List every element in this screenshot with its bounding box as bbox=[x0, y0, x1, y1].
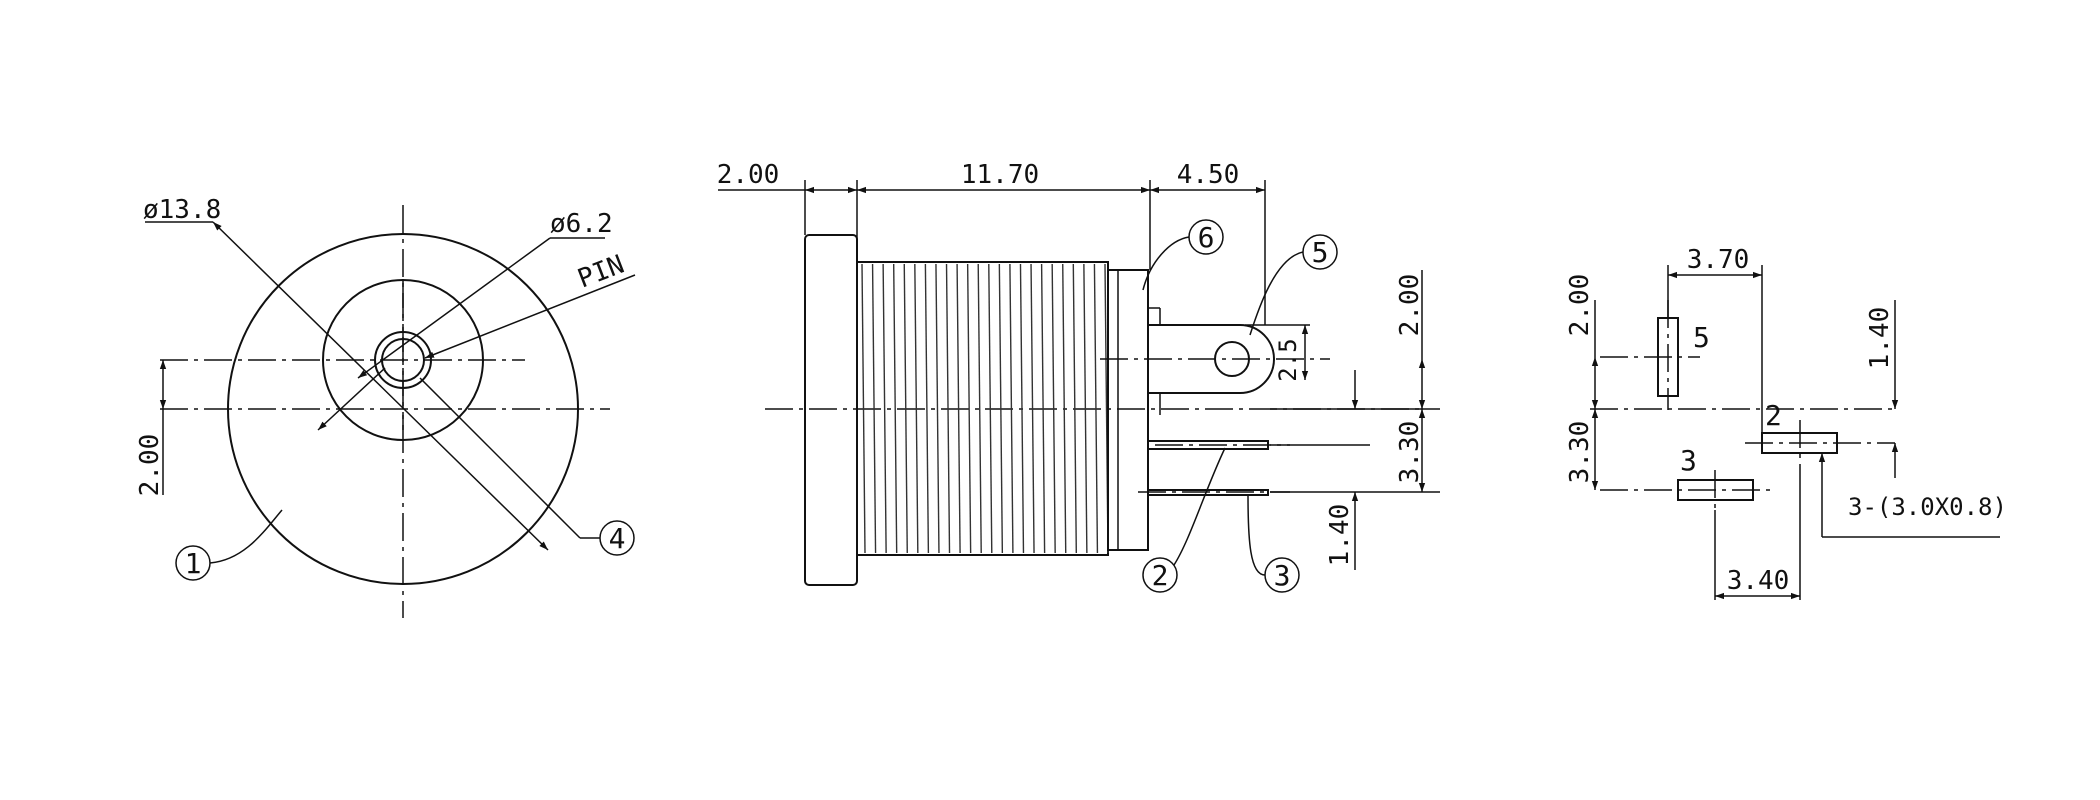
inner-diameter-leader bbox=[357, 237, 551, 379]
width-dim-label: 3.70 bbox=[1687, 245, 1750, 275]
callout-3-leader bbox=[1247, 494, 1266, 576]
pin-leader bbox=[424, 274, 636, 359]
flange bbox=[804, 234, 858, 586]
callout-6-label: 6 bbox=[1198, 221, 1215, 254]
thread-line bbox=[1093, 263, 1099, 554]
thread-line bbox=[1030, 263, 1035, 554]
thread-line bbox=[892, 263, 898, 554]
thread-line bbox=[935, 263, 940, 554]
thread-line bbox=[882, 263, 887, 554]
thread-line bbox=[1040, 263, 1046, 554]
hole-offset-dim-label: 2.5 bbox=[1274, 338, 1302, 381]
inner-diameter-label: ø6.2 bbox=[550, 209, 613, 239]
callout-3-label: 3 bbox=[1274, 559, 1291, 592]
callout-2-circle bbox=[1142, 557, 1178, 593]
pad-2-label: 2 bbox=[1765, 399, 1782, 432]
thread-line bbox=[924, 263, 930, 554]
rear-block bbox=[1107, 269, 1149, 551]
left-dim-label: 3.30 bbox=[1565, 421, 1595, 484]
right-dim-top-label: 2.00 bbox=[1395, 274, 1425, 337]
terminal-length-dim-label: 4.50 bbox=[1177, 160, 1240, 190]
right-dim-mid-label: 3.30 bbox=[1395, 421, 1425, 484]
right-dim-label: 1.40 bbox=[1865, 307, 1895, 370]
thread-line bbox=[1072, 263, 1078, 554]
thread-line bbox=[998, 263, 1004, 554]
callout-5-label: 5 bbox=[1312, 236, 1329, 269]
thread-lines bbox=[861, 263, 1109, 554]
thread-line bbox=[977, 263, 982, 554]
callout-6-leader bbox=[1142, 236, 1190, 291]
pin-label: PIN bbox=[574, 250, 629, 295]
top-dim-label: 2.00 bbox=[1565, 274, 1595, 337]
body-length-dim-label: 11.70 bbox=[961, 160, 1039, 190]
thread-line bbox=[903, 263, 908, 554]
terminal-tab bbox=[1148, 324, 1275, 394]
thread-line bbox=[1083, 263, 1088, 554]
pad-3-label: 3 bbox=[1680, 444, 1697, 477]
footprint-view: 5 2 3 3.70 2.00 3.30 1.40 3.40 bbox=[1565, 245, 2007, 600]
bottom-dim-label: 3.40 bbox=[1727, 566, 1790, 596]
callout-2-leader bbox=[1173, 447, 1226, 566]
thread-line bbox=[966, 263, 972, 554]
front-view: ø13.8 ø6.2 PIN 2.00 1 4 bbox=[135, 195, 636, 618]
callout-2-label: 2 bbox=[1152, 559, 1169, 592]
offset-dim-label: 2.00 bbox=[135, 434, 165, 497]
outer-diameter-leader bbox=[212, 221, 549, 551]
thread-line bbox=[861, 263, 866, 554]
callout-4-leader bbox=[419, 377, 581, 539]
flange-dim-label: 2.00 bbox=[717, 160, 780, 190]
thread-line bbox=[871, 263, 877, 554]
thread-line bbox=[988, 263, 993, 554]
thread-line bbox=[1019, 263, 1025, 554]
callout-4-label: 4 bbox=[609, 522, 626, 555]
thread-line bbox=[1062, 263, 1067, 554]
thread-line bbox=[1009, 263, 1014, 554]
callout-1-label: 1 bbox=[185, 547, 202, 580]
callout-1-leader bbox=[209, 509, 283, 564]
callout-5-leader bbox=[1249, 251, 1304, 336]
pad-5-label: 5 bbox=[1693, 321, 1710, 354]
right-dim-low-label: 1.40 bbox=[1325, 504, 1355, 567]
thread-line bbox=[914, 263, 919, 554]
thread-line bbox=[945, 263, 951, 554]
thread-line bbox=[956, 263, 961, 554]
pin-leader-tail bbox=[317, 367, 386, 431]
side-view: 2.00 11.70 4.50 2.5 2.00 3.30 1.40 6 5 2 bbox=[717, 160, 1440, 593]
thread-line bbox=[1051, 263, 1056, 554]
outer-diameter-label: ø13.8 bbox=[143, 195, 221, 225]
pad-spec-label: 3-(3.0X0.8) bbox=[1848, 493, 2007, 521]
